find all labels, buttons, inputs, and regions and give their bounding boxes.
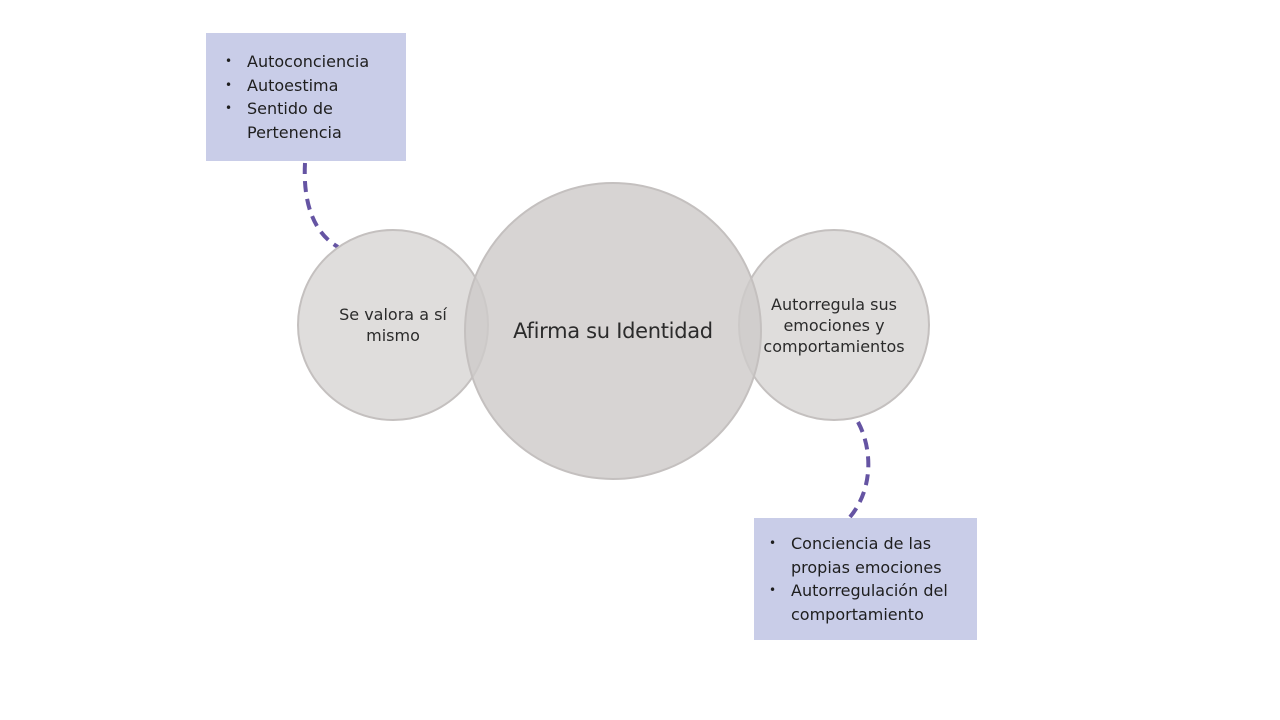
bottom-info-list: Conciencia de las propias emociones Auto… [769,532,969,626]
connector-bottom-dashed [848,421,871,519]
top-info-item: Autoconciencia [225,50,396,74]
connector-top-dashed [302,162,340,249]
top-info-box: Autoconciencia Autoestima Sentido de Per… [206,33,406,161]
bottom-info-item: Autorregulación del comportamiento [769,579,969,626]
circle-autorregula: Autorregula sus emociones y comportamien… [738,229,930,421]
circle-autorregula-label: Autorregula sus emociones y comportamien… [763,294,905,356]
bottom-info-item: Conciencia de las propias emociones [769,532,969,579]
circle-se-valora-label: Se valora a sí mismo [339,305,447,345]
circle-afirma-identidad: Afirma su Identidad [464,182,762,480]
circle-afirma-identidad-label: Afirma su Identidad [513,319,713,343]
circle-se-valora: Se valora a sí mismo [297,229,489,421]
top-info-item: Sentido de Pertenencia [225,97,396,144]
bottom-info-box: Conciencia de las propias emociones Auto… [754,518,977,640]
top-info-item: Autoestima [225,74,396,98]
top-info-list: Autoconciencia Autoestima Sentido de Per… [225,50,396,144]
